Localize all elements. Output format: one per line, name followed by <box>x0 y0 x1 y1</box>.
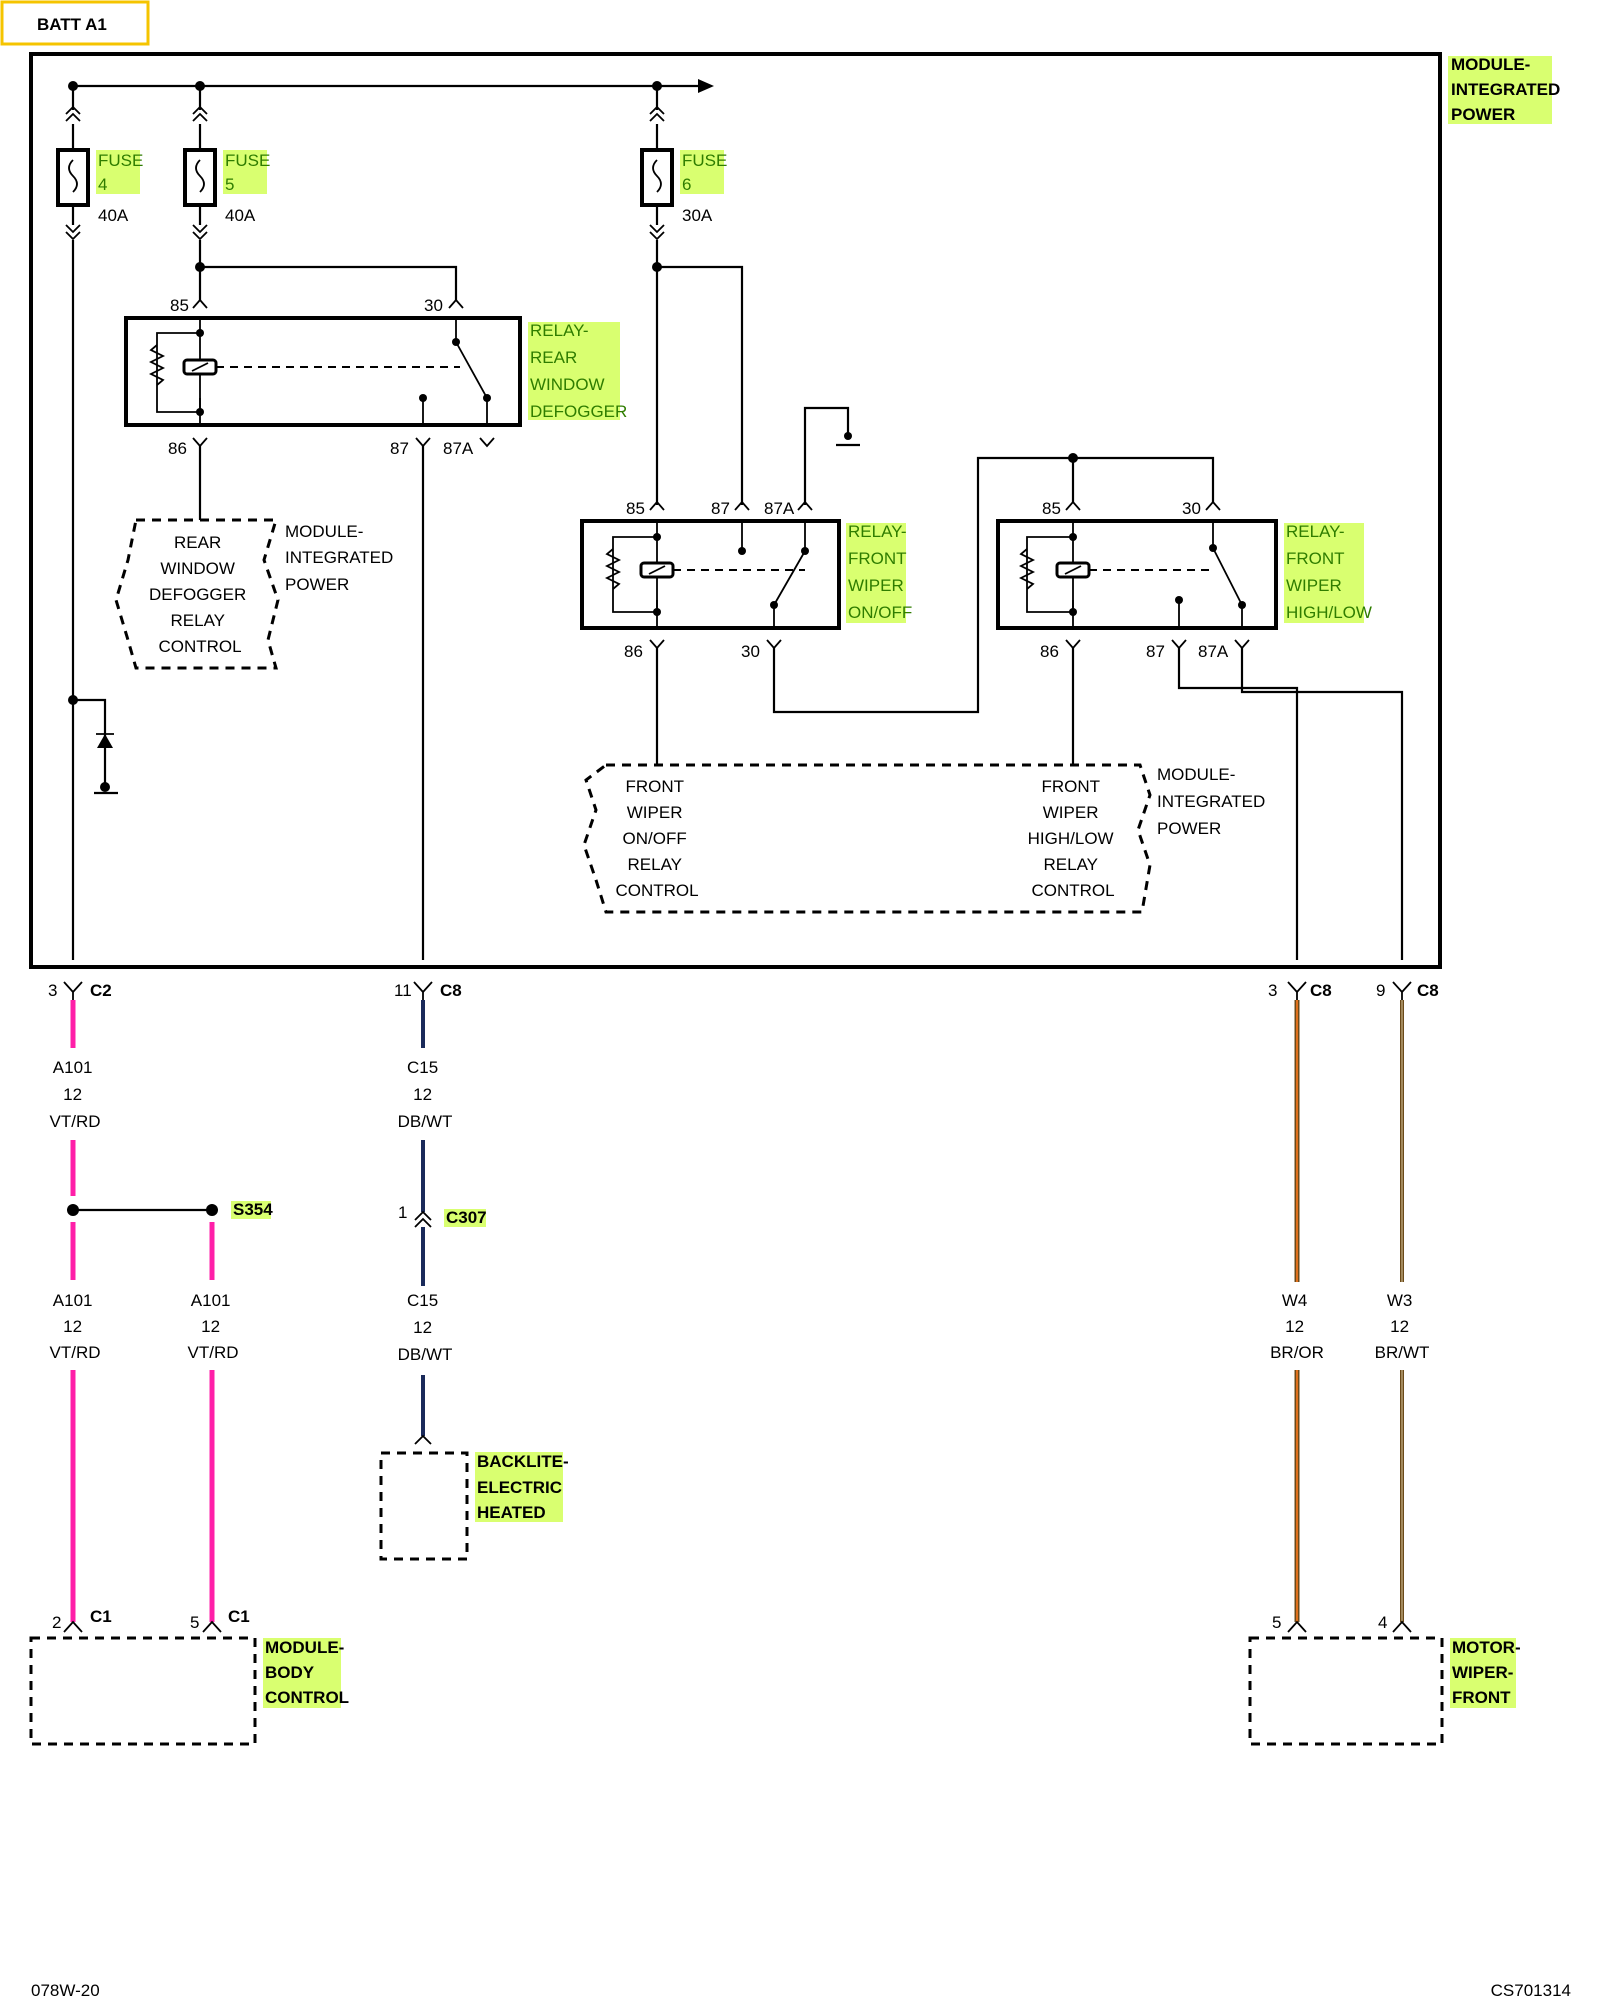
relay-front-wiper-high-low <box>996 519 1278 630</box>
svg-text:30: 30 <box>741 642 760 661</box>
wire-a101-left-label: A101 12 VT/RD <box>50 1291 101 1362</box>
fuse-5 <box>183 148 217 207</box>
svg-text:87A: 87A <box>1198 642 1229 661</box>
wire-c15-top-label: C15 12 DB/WT <box>398 1058 453 1131</box>
relay-rear-window-defogger <box>124 316 522 427</box>
svg-text:C8: C8 <box>440 981 462 1000</box>
relay-hilo-label: RELAY- FRONT WIPER HIGH/LOW <box>1286 522 1372 622</box>
connector-c307: C307 <box>446 1208 487 1227</box>
diagram-title: BATT A1 <box>37 15 107 34</box>
svg-text:3: 3 <box>1268 981 1277 1000</box>
body-control-label: MODULE- BODY CONTROL <box>265 1638 349 1707</box>
defogger-control-box <box>114 518 280 670</box>
bus-arrow <box>698 79 714 93</box>
title-box <box>0 0 150 46</box>
fuse-4 <box>56 148 90 207</box>
wire-w4-label: W4 12 BR/OR <box>1270 1291 1324 1362</box>
svg-text:85: 85 <box>170 296 189 315</box>
svg-text:C8: C8 <box>1310 981 1332 1000</box>
relay-onoff-label: RELAY- FRONT WIPER ON/OFF <box>848 522 912 622</box>
defogger-control-label: REAR WINDOW DEFOGGER RELAY CONTROL <box>149 533 251 656</box>
svg-text:30: 30 <box>424 296 443 315</box>
svg-text:2: 2 <box>52 1613 61 1632</box>
wire-a101-right-label: A101 12 VT/RD <box>188 1291 239 1362</box>
svg-text:C8: C8 <box>1417 981 1439 1000</box>
svg-text:5: 5 <box>190 1613 199 1632</box>
svg-text:4: 4 <box>1378 1613 1387 1632</box>
backlite-label: BACKLITE- ELECTRIC HEATED <box>477 1452 573 1522</box>
svg-text:85: 85 <box>626 499 645 518</box>
wiper-relay-control-box <box>582 763 1152 914</box>
svg-text:87A: 87A <box>443 439 474 458</box>
svg-text:86: 86 <box>624 642 643 661</box>
svg-text:C2: C2 <box>90 981 112 1000</box>
wiper-onoff-control-label: FRONT WIPER ON/OFF RELAY CONTROL <box>615 777 698 900</box>
svg-text:86: 86 <box>1040 642 1059 661</box>
splice-s354: S354 <box>233 1200 273 1219</box>
svg-text:9: 9 <box>1376 981 1385 1000</box>
module-top-label: MODULE- INTEGRATED POWER <box>1451 55 1565 124</box>
wire-w3-label: W3 12 BR/WT <box>1375 1291 1430 1362</box>
diode-icon <box>97 734 113 748</box>
svg-text:87: 87 <box>390 439 409 458</box>
relay-front-wiper-on-off <box>580 519 841 630</box>
backlite-electric-heated <box>379 1451 469 1561</box>
svg-text:87: 87 <box>1146 642 1165 661</box>
svg-text:3: 3 <box>48 981 57 1000</box>
svg-text:86: 86 <box>168 439 187 458</box>
footer-left: 078W-20 <box>31 1981 100 2000</box>
wiper-module-label: MODULE- INTEGRATED POWER <box>1157 765 1270 838</box>
svg-text:30: 30 <box>1182 499 1201 518</box>
fuse-6-rating: 30A <box>682 206 713 225</box>
fuse-5-label: FUSE 5 <box>225 151 275 194</box>
svg-text:87A: 87A <box>764 499 795 518</box>
wire-a101-top-label: A101 12 VT/RD <box>50 1058 101 1131</box>
defogger-module-label: MODULE- INTEGRATED POWER <box>285 522 398 594</box>
svg-text:11: 11 <box>394 981 412 1000</box>
module-integrated-power-box <box>29 52 1442 969</box>
motor-label: MOTOR- WIPER- FRONT <box>1452 1638 1525 1707</box>
wiper-hilo-control-label: FRONT WIPER HIGH/LOW RELAY CONTROL <box>1028 777 1119 900</box>
svg-text:87: 87 <box>711 499 730 518</box>
wire-c15-bottom-label: C15 12 DB/WT <box>398 1291 453 1364</box>
relay-rear-label: RELAY- REAR WINDOW DEFOGGER <box>530 321 627 421</box>
footer-right: CS701314 <box>1491 1981 1571 2000</box>
fuse-6-label: FUSE 6 <box>682 151 732 194</box>
fuse-5-rating: 40A <box>225 206 256 225</box>
svg-text:85: 85 <box>1042 499 1061 518</box>
motor-wiper-front <box>1248 1636 1444 1746</box>
fuse-6 <box>640 148 674 207</box>
splice-right-dot <box>206 1204 218 1216</box>
svg-text:1: 1 <box>398 1203 407 1222</box>
module-body-control <box>29 1636 257 1746</box>
svg-text:C1: C1 <box>228 1607 250 1626</box>
fuse-4-rating: 40A <box>98 206 129 225</box>
svg-text:C1: C1 <box>90 1607 112 1626</box>
svg-text:5: 5 <box>1272 1613 1281 1632</box>
fuse-4-label: FUSE 4 <box>98 151 148 194</box>
